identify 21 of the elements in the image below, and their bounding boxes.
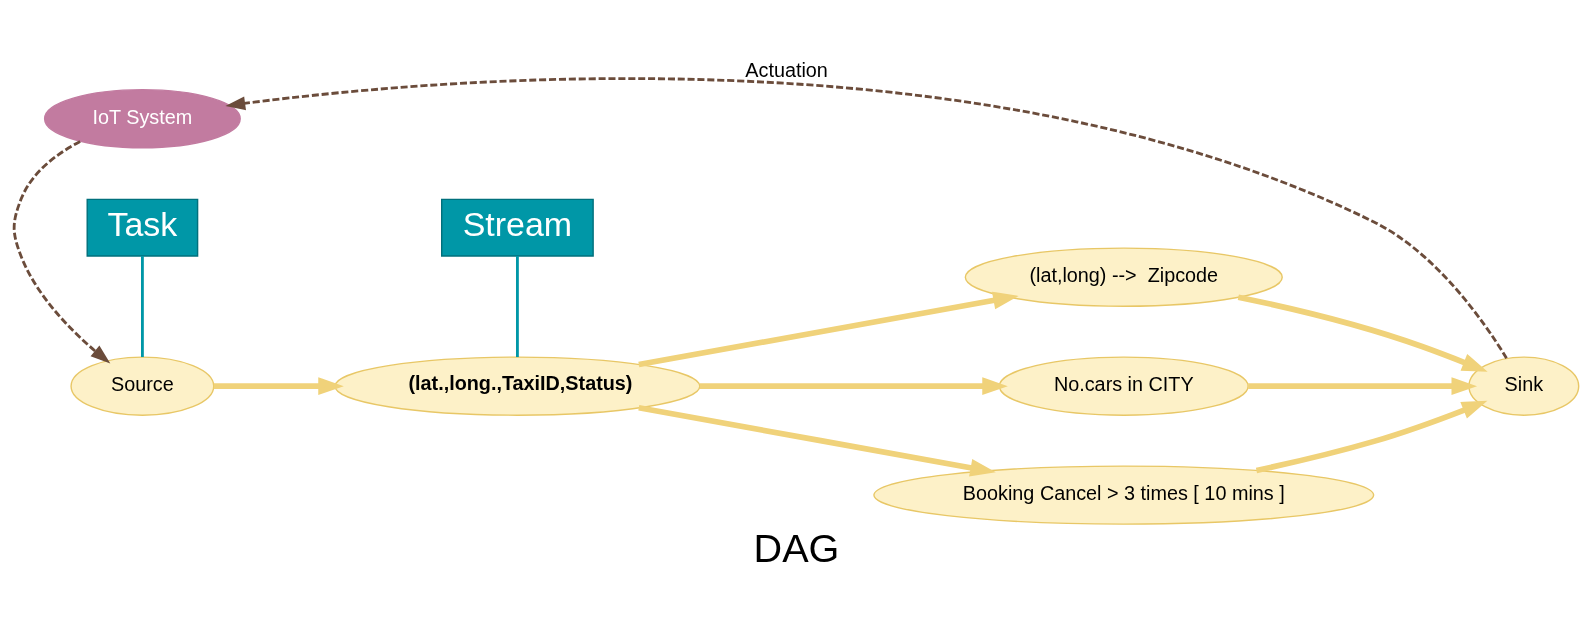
node-ellipse: IoT System <box>43 88 241 148</box>
arrow <box>213 376 344 395</box>
node-ellipse: No.cars in CITY <box>998 355 1249 416</box>
node-ellipse: (lat.,long.,TaxiID,Status) <box>334 355 701 416</box>
connector <box>141 255 144 357</box>
node-box: Stream <box>441 198 594 257</box>
arrow <box>638 404 996 477</box>
arrow <box>638 291 1019 367</box>
arrow <box>12 139 111 364</box>
node-box: Task <box>86 198 199 257</box>
arrow <box>699 376 1008 395</box>
connector <box>516 255 519 357</box>
arrow <box>1237 293 1488 372</box>
arrow <box>1255 400 1488 473</box>
node-ellipse: Sink <box>1468 355 1580 416</box>
node-ellipse: Source <box>70 355 215 416</box>
edge-label: Actuation <box>745 58 828 81</box>
arrow <box>225 76 1508 359</box>
arrow <box>1248 376 1478 395</box>
caption: DAG <box>753 525 840 570</box>
node-ellipse: Booking Cancel > 3 times [ 10 mins ] <box>873 464 1375 525</box>
